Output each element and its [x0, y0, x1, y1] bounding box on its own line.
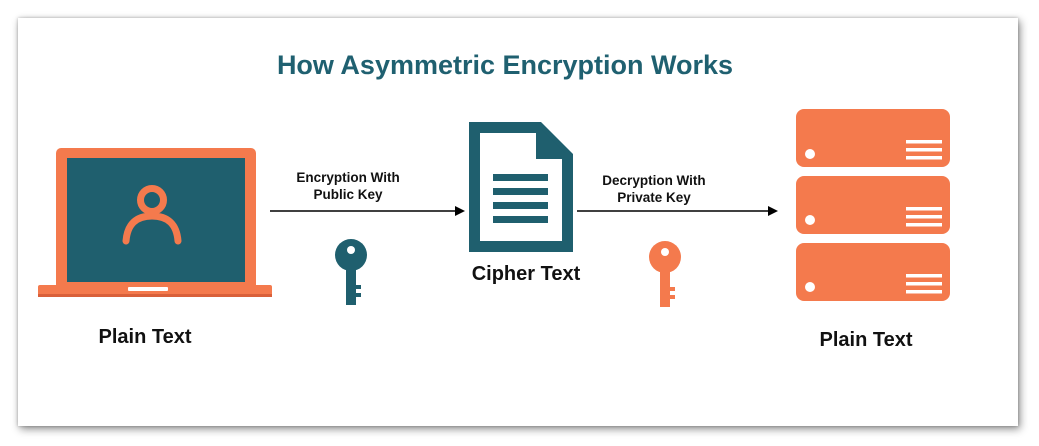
encrypt-label-line2: Public Key	[313, 187, 383, 202]
laptop-user-icon	[38, 148, 272, 297]
receiver-label: Plain Text	[820, 329, 913, 351]
diagram-title: How Asymmetric Encryption Works	[277, 50, 733, 80]
sender-label: Plain Text	[99, 326, 192, 348]
public-key-icon	[335, 239, 367, 305]
decrypt-label-line2: Private Key	[617, 190, 691, 205]
cipher-label: Cipher Text	[472, 263, 581, 285]
document-icon	[469, 122, 573, 252]
private-key-icon	[649, 241, 681, 307]
encrypt-label-line1: Encryption With	[296, 170, 399, 185]
server-icon	[796, 109, 950, 301]
decrypt-label-line1: Decryption With	[602, 173, 705, 188]
